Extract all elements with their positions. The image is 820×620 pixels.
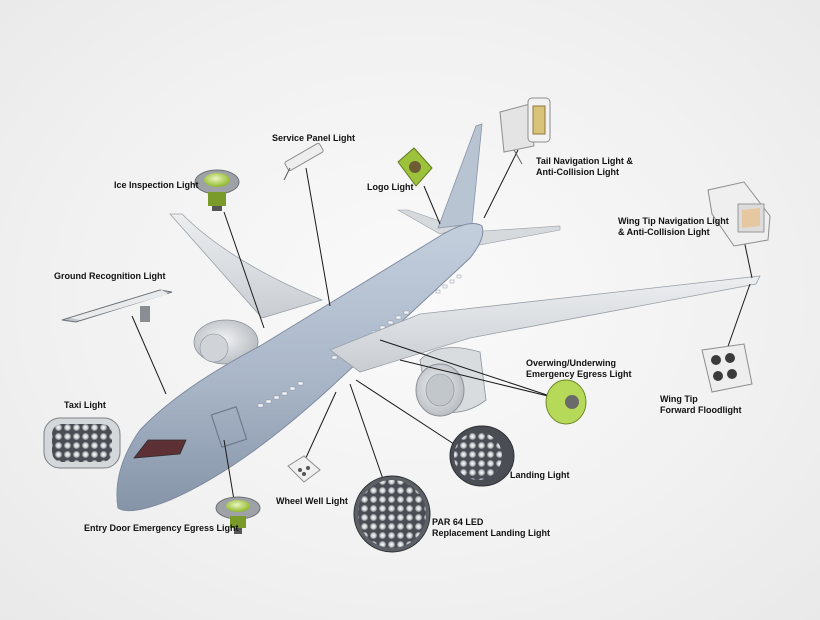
right-engine <box>415 347 487 417</box>
label-taxi-light: Taxi Light <box>64 400 106 411</box>
label-par64-line1: PAR 64 LED <box>432 517 484 527</box>
leader-par64 <box>349 383 385 483</box>
label-wing-tip-nav-line1: Wing Tip Navigation Light <box>618 216 729 226</box>
label-ground-recognition-light: Ground Recognition Light <box>54 271 165 282</box>
label-entry-door-text: Entry Door Emergency Egress Light <box>84 523 239 533</box>
right-wing <box>329 275 761 373</box>
label-wing-tip-nav-line2: & Anti-Collision Light <box>618 227 710 237</box>
label-overwing-line1: Overwing/Underwing <box>526 358 617 368</box>
leader-overwing-1 <box>379 339 557 399</box>
leader-lines <box>131 149 753 501</box>
label-service-panel-light: Service Panel Light <box>272 133 355 144</box>
label-wing-tip-forward-floodlight: Wing Tip Forward Floodlight <box>660 394 742 416</box>
wheel-well-light-icon <box>287 455 321 483</box>
overwing-egress-light-icon <box>545 379 587 425</box>
taxi-light-icon <box>43 417 121 469</box>
landing-light-icon <box>449 425 515 487</box>
leader-entry-door <box>223 439 235 501</box>
label-logo-light: Logo Light <box>367 182 413 193</box>
leader-ice-inspection <box>223 211 265 329</box>
label-wheel-well-text: Wheel Well Light <box>276 496 348 506</box>
left-wing <box>169 213 324 319</box>
wing-tip-navigation-light-icon <box>707 181 771 247</box>
label-service-panel-text: Service Panel Light <box>272 133 356 143</box>
leader-ground-recognition <box>131 315 167 395</box>
leader-wing-tip-nav <box>743 239 753 279</box>
label-entry-door-egress-light: Entry Door Emergency Egress Light <box>84 523 239 534</box>
label-overwing-egress-light: Overwing/Underwing Emergency Egress Ligh… <box>526 358 632 380</box>
label-tail-navigation-light: Tail Navigation Light & Anti-Collision L… <box>536 156 633 178</box>
wing-tip-floodlight-icon <box>701 343 753 393</box>
entry-door-egress-light-icon <box>215 496 261 534</box>
label-overwing-line2: Emergency Egress Light <box>526 369 632 379</box>
logo-light-icon <box>397 147 433 187</box>
label-wing-tip-flood-line2: Forward Floodlight <box>660 405 742 415</box>
par64-light-icon <box>353 475 431 553</box>
label-wheel-well-light: Wheel Well Light <box>276 496 348 507</box>
label-wing-tip-flood-line1: Wing Tip <box>660 394 698 404</box>
label-landing-light: Landing Light <box>510 470 569 481</box>
label-taxi-text: Taxi Light <box>64 400 106 410</box>
label-landing-text: Landing Light <box>510 470 570 480</box>
fuselage <box>116 223 484 512</box>
leader-wing-tip-flood <box>725 283 751 353</box>
leader-logo <box>423 185 441 225</box>
label-tail-nav-line2: Anti-Collision Light <box>536 167 619 177</box>
label-logo-text: Logo Light <box>367 182 414 192</box>
aircraft <box>116 123 761 512</box>
label-wing-tip-navigation-light: Wing Tip Navigation Light & Anti-Collisi… <box>618 216 729 238</box>
label-par64-landing-light: PAR 64 LED Replacement Landing Light <box>432 517 550 539</box>
leader-wheel-well <box>303 391 337 463</box>
leader-service-panel <box>305 167 331 307</box>
label-ice-inspection-light: Ice Inspection Light <box>114 180 199 191</box>
entry-door <box>210 406 248 448</box>
label-ground-recognition-text: Ground Recognition Light <box>54 271 166 281</box>
tail-navigation-light-icon <box>499 97 551 165</box>
service-panel-light-icon <box>283 142 324 181</box>
ground-recognition-light-icon <box>61 289 173 323</box>
cockpit-windows <box>133 439 187 459</box>
ice-inspection-light-icon <box>194 169 240 211</box>
label-par64-line2: Replacement Landing Light <box>432 528 551 538</box>
label-ice-inspection-text: Ice Inspection Light <box>114 180 199 190</box>
left-engine <box>193 319 259 365</box>
vertical-tail <box>437 123 483 229</box>
leader-tail-nav <box>483 149 519 219</box>
label-tail-nav-line1: Tail Navigation Light & <box>536 156 633 166</box>
leader-overwing-2 <box>399 359 557 399</box>
leader-landing <box>355 379 461 449</box>
